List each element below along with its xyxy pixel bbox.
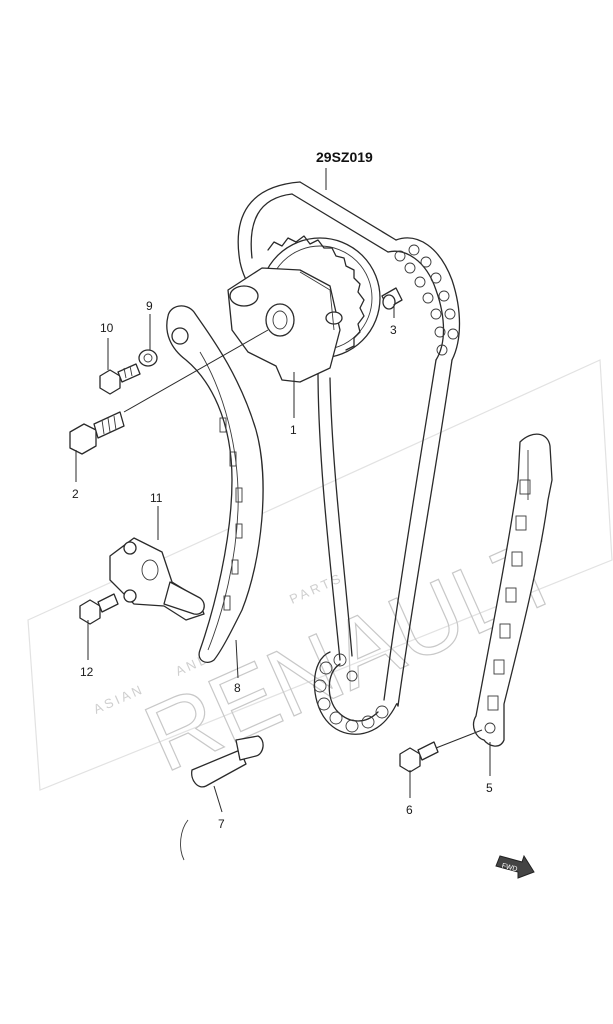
part-label-8: 8 (234, 681, 241, 695)
timing-chain (237, 181, 461, 735)
leader-lines (75, 304, 491, 813)
bolt-10 (99, 363, 141, 395)
part-label-5: 5 (486, 781, 493, 795)
part-label-2: 2 (72, 487, 79, 501)
part-label-7: 7 (218, 817, 225, 831)
watermark-small-right: PARTS (287, 570, 345, 607)
cam-sprocket (227, 235, 381, 383)
bolt-12 (79, 593, 119, 625)
diagram-code: 29SZ019 (316, 149, 373, 165)
dowel-pin (381, 287, 403, 310)
bolt-6 (399, 741, 439, 773)
chain-guide (472, 433, 553, 747)
tensioner-arm (166, 305, 264, 664)
bolt-2 (69, 411, 125, 455)
fwd-arrow-icon: FWD (495, 854, 535, 879)
part-label-3: 3 (390, 323, 397, 337)
part-label-12: 12 (80, 665, 94, 679)
part-label-9: 9 (146, 299, 153, 313)
washer-9 (138, 349, 158, 367)
fwd-label: FWD (501, 863, 518, 874)
pin-7 (180, 735, 264, 861)
part-label-6: 6 (406, 803, 413, 817)
part-label-1: 1 (290, 423, 297, 437)
part-label-10: 10 (100, 321, 114, 335)
part-label-11: 11 (150, 491, 163, 505)
tensioner-body (109, 537, 205, 621)
